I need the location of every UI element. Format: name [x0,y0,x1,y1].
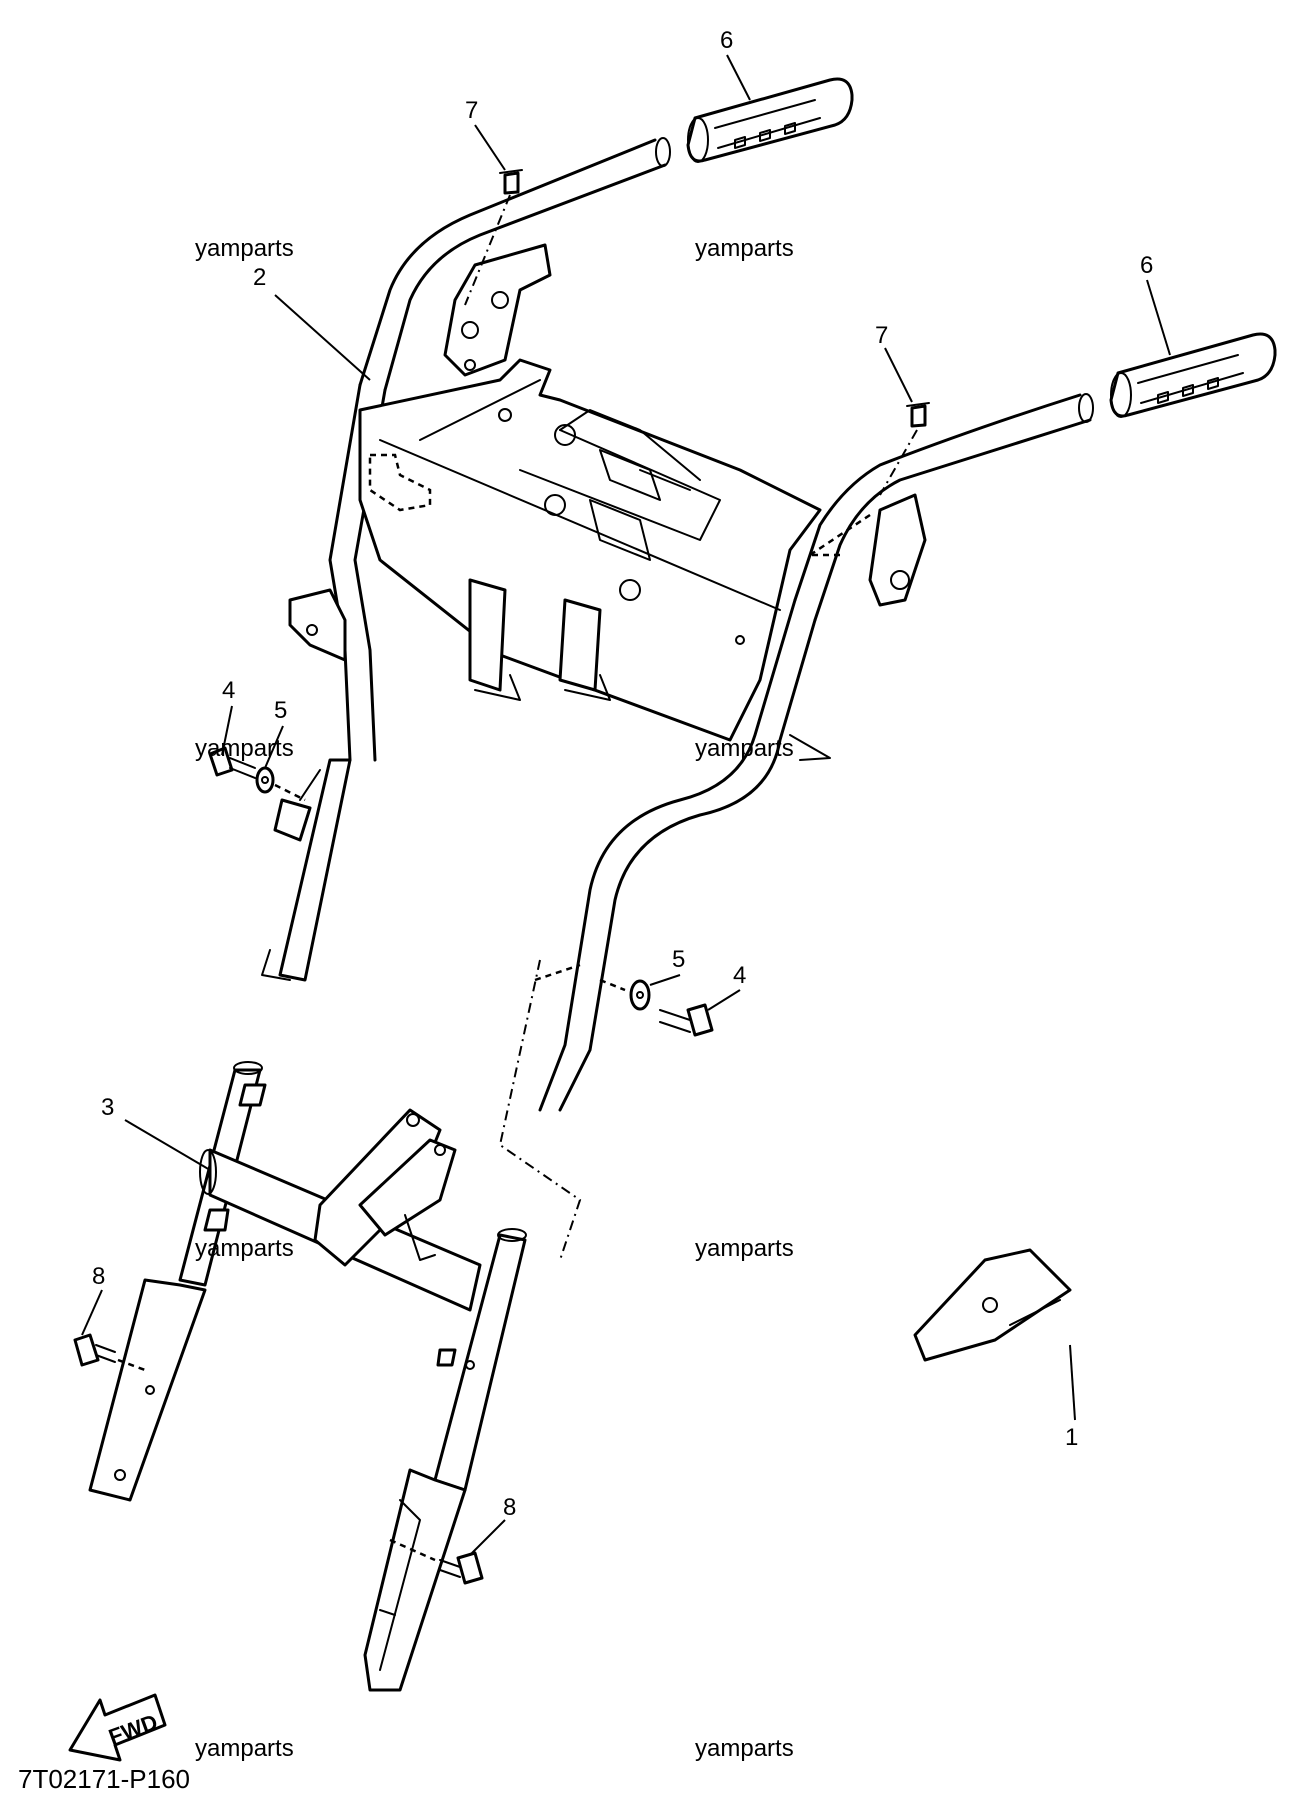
watermark: yamparts [695,235,794,262]
callout-4-right: 4 [733,962,746,989]
tag-part [913,1248,1072,1362]
callout-6-right: 6 [1140,252,1153,279]
bolt-8-left [73,1333,146,1372]
callouts: 1 2 3 4 4 5 5 6 6 7 7 8 8 [92,27,1153,1521]
watermark: yamparts [695,1735,794,1762]
plug-right [879,402,930,496]
plug-left [464,169,523,306]
bolt-washer-right [599,978,714,1037]
fwd-arrow-icon: FWD [68,1693,167,1762]
callout-5-right: 5 [672,946,685,973]
watermarks: yamparts yamparts yamparts yamparts yamp… [195,235,794,1762]
watermark: yamparts [195,1735,294,1762]
callout-8-left: 8 [92,1263,105,1290]
watermark: yamparts [195,735,294,762]
diagram-code: 7T02171-P160 [18,1764,190,1794]
watermark: yamparts [695,735,794,762]
grip-left [686,77,854,163]
lower-frame [88,1061,527,1692]
handlebar-frame [261,137,1094,1261]
callout-3: 3 [101,1094,114,1121]
callout-4-left: 4 [222,677,235,704]
callout-8-right: 8 [503,1494,516,1521]
callout-5-left: 5 [274,697,287,724]
callout-6-left: 6 [720,27,733,54]
callout-2: 2 [253,264,266,291]
bolt-washer-left [208,746,306,802]
watermark: yamparts [195,235,294,262]
callout-7-right: 7 [875,322,888,349]
callout-1: 1 [1065,1424,1078,1451]
bolt-8-right [389,1538,484,1585]
leader-lines [81,54,1171,1556]
watermark: yamparts [695,1235,794,1262]
callout-7-left: 7 [465,97,478,124]
grip-right [1109,332,1277,418]
watermark: yamparts [195,1235,294,1262]
